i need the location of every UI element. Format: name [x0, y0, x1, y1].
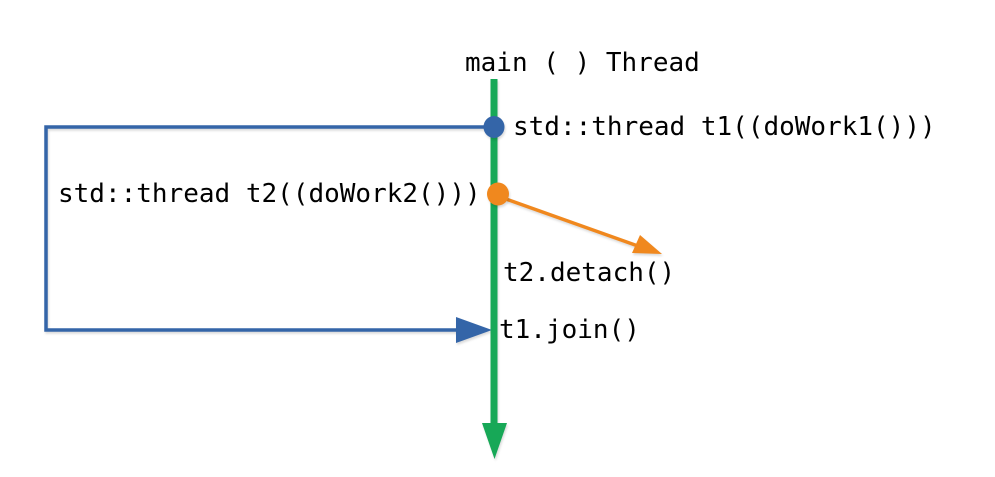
- main-thread-title: main ( ) Thread: [465, 48, 700, 78]
- t1-create-label: std::thread t1((doWork1())): [513, 112, 936, 142]
- lifeline-arrow-down-icon: [482, 423, 507, 459]
- t1-join-arrowhead-icon: [456, 317, 492, 343]
- t2-creation-point: [487, 182, 509, 206]
- t2-detach-arrowhead-icon: [632, 235, 662, 254]
- t2-detach-label: t2.detach(): [503, 258, 676, 288]
- t1-creation-point: [483, 116, 505, 138]
- t2-create-label: std::thread t2((doWork2())): [58, 179, 481, 209]
- t2-detach-path: [505, 197, 639, 248]
- t1-join-label: t1.join(): [499, 315, 640, 345]
- t1-thread-path: [44, 125, 486, 332]
